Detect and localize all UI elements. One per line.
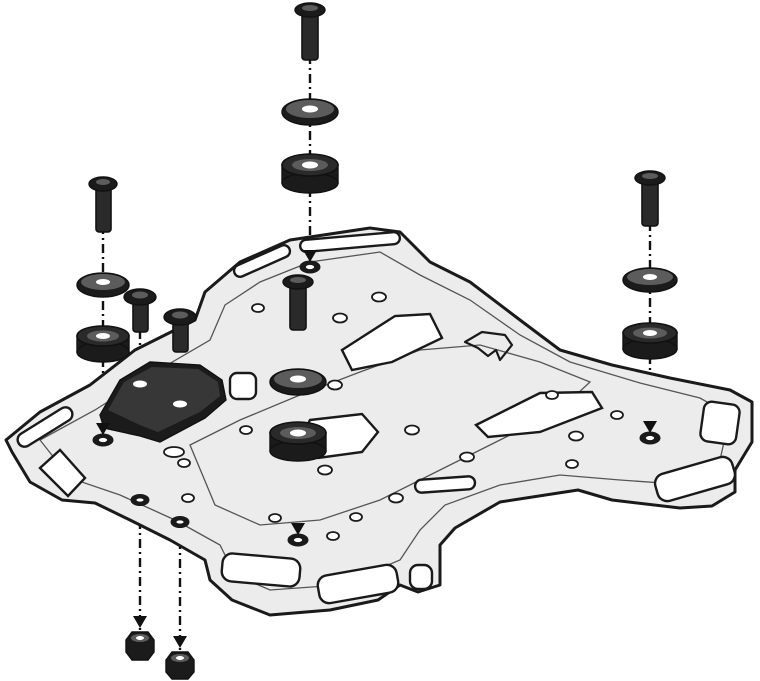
bolt-left — [88, 176, 118, 233]
plate-holes — [163, 291, 624, 541]
hole — [181, 493, 195, 503]
hole — [565, 459, 579, 469]
slot-mid-small — [413, 475, 477, 494]
axis-arrowheads — [96, 250, 657, 648]
washer-center-top — [281, 98, 339, 126]
grommet-right — [622, 322, 678, 360]
slot-bottom-a — [220, 552, 302, 588]
bolt-head-top — [132, 291, 148, 299]
mount-hole-center-top-ring — [304, 263, 316, 271]
slot-left-square — [228, 371, 258, 401]
hole — [177, 458, 191, 468]
slot-right-b — [699, 400, 741, 446]
hole — [610, 410, 624, 420]
hole — [349, 512, 363, 522]
mount-hole-block-left-ring — [134, 496, 146, 504]
bolt-head-top — [302, 5, 318, 11]
mount-hole-block-right-ring — [174, 518, 186, 526]
bolt-block-right — [163, 308, 197, 353]
hole — [404, 424, 420, 436]
nut-hole — [136, 636, 144, 640]
bolt-center — [282, 274, 314, 331]
bolt-head-top — [172, 311, 188, 319]
hole — [568, 430, 584, 442]
slot-left-window — [38, 448, 87, 498]
lock-nut-left — [125, 631, 155, 661]
spacer-hole-left — [133, 380, 147, 388]
hole — [268, 513, 282, 523]
washer-left — [76, 272, 130, 298]
bolt-head-top — [96, 179, 110, 185]
washer-hole — [302, 105, 318, 113]
arrowhead-right — [643, 421, 657, 433]
washer-right — [622, 267, 678, 293]
hole — [545, 390, 559, 400]
bolt-shank — [301, 13, 319, 61]
hole — [371, 291, 387, 303]
grommet-left — [76, 325, 130, 363]
bolt-right — [634, 170, 666, 227]
bolt-shank — [641, 179, 659, 227]
washer-hole — [96, 279, 110, 285]
grommet-hole — [96, 333, 110, 339]
mount-hole-right-ring — [644, 434, 656, 442]
washer-center — [269, 368, 327, 396]
nut-hole — [176, 656, 184, 660]
rack-plate — [4, 226, 754, 617]
bolt-block-left — [123, 288, 157, 333]
spacer-block — [99, 361, 227, 443]
slot-top-b — [232, 244, 292, 278]
bolt-head-top — [290, 277, 306, 283]
bolt-head-top — [642, 173, 658, 179]
slot-bottom-b — [316, 563, 400, 605]
hole — [388, 492, 404, 504]
arrowhead-center — [291, 523, 305, 535]
mount-hole-center-ring — [292, 536, 304, 544]
hole — [251, 303, 265, 313]
plate-outline — [4, 226, 754, 617]
embossed-logo-icon — [463, 330, 514, 362]
hole — [326, 531, 340, 541]
slot-right-a — [653, 455, 737, 503]
slot-window-right — [473, 390, 604, 439]
mount-hole-left-ring — [97, 436, 109, 444]
slot-window-large — [340, 312, 444, 372]
spacer-block-body — [99, 361, 227, 443]
hole — [327, 379, 343, 391]
lock-nut-right — [165, 651, 195, 680]
hole — [317, 464, 333, 476]
slot-bottom-c — [408, 563, 434, 591]
hole — [163, 446, 185, 458]
slot-left-edge — [16, 406, 74, 448]
washer-hole — [643, 274, 657, 280]
arrowhead-left — [96, 423, 110, 435]
arrowhead-nut-right — [173, 636, 187, 648]
hole — [459, 451, 475, 463]
bolt-shank — [95, 185, 112, 233]
grommet-hole — [290, 429, 306, 437]
arrowhead-nut-left — [133, 616, 147, 628]
arrowhead-center-top — [303, 250, 317, 262]
grommet-hole — [643, 330, 657, 336]
slot-top-a — [298, 230, 402, 254]
washer-hole — [290, 375, 306, 383]
grommet-center-top — [281, 153, 339, 194]
bolt-shank — [289, 283, 307, 331]
bolt-center-top — [294, 2, 326, 61]
grommet-hole — [302, 161, 318, 169]
hole — [239, 425, 253, 435]
grommet-center — [269, 421, 327, 462]
hole — [332, 312, 348, 324]
spacer-hole-right — [173, 400, 187, 408]
